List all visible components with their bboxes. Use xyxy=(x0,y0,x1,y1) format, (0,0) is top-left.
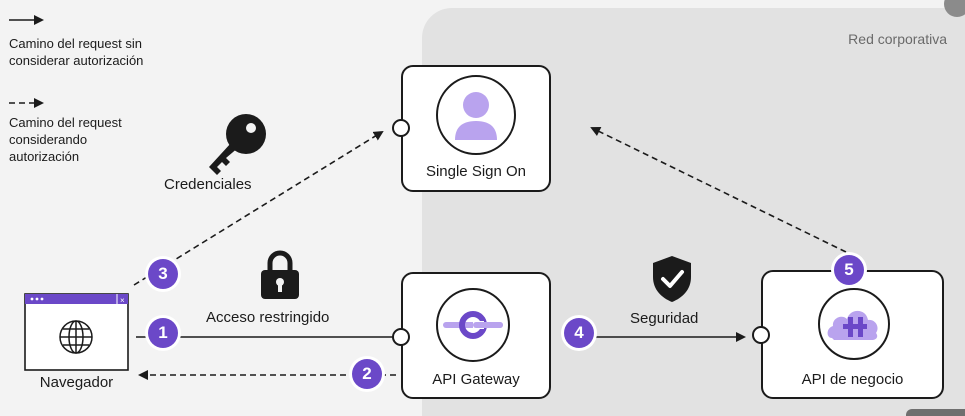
api-gateway-node: API Gateway xyxy=(401,272,551,399)
corporate-network-label: Red corporativa xyxy=(848,31,947,47)
cloud-plus-icon xyxy=(827,310,878,340)
gateway-input-port xyxy=(392,328,410,346)
restricted-access-label: Acceso restringido xyxy=(206,309,330,326)
legend-solid-label: Camino del request sin considerar autori… xyxy=(9,36,144,68)
edge-browser-to-sso xyxy=(133,130,384,286)
sso-port xyxy=(392,119,410,137)
gateway-icon-circle xyxy=(436,288,510,362)
zone-corner-icon xyxy=(944,0,965,17)
step-badge-4: 4 xyxy=(564,318,594,348)
business-api-port xyxy=(752,326,770,344)
business-api-icon-circle xyxy=(818,288,890,360)
step-badge-1: 1 xyxy=(148,318,178,348)
sso-icon-circle xyxy=(436,75,516,155)
lock-icon xyxy=(259,250,301,300)
business-api-node: API de negocio xyxy=(761,270,944,399)
security-label: Seguridad xyxy=(630,310,699,327)
key-icon xyxy=(203,113,267,177)
edge-api-to-sso xyxy=(590,127,847,253)
browser-label: Navegador xyxy=(39,374,114,391)
globe-icon xyxy=(59,320,93,354)
sso-node: Single Sign On xyxy=(401,65,551,192)
sso-label: Single Sign On xyxy=(425,163,527,180)
step-badge-3: 3 xyxy=(148,259,178,289)
step-badge-2: 2 xyxy=(352,359,382,389)
step-badge-5: 5 xyxy=(834,255,864,285)
gateway-icon xyxy=(443,311,503,339)
shield-check-icon xyxy=(651,255,693,303)
browser-window-icon: × xyxy=(24,293,129,371)
api-gateway-label: API Gateway xyxy=(432,371,520,388)
user-icon xyxy=(455,92,497,140)
business-api-label: API de negocio xyxy=(801,371,904,388)
credentials-label: Credenciales xyxy=(164,176,252,193)
zone-bottom-tab xyxy=(906,409,965,416)
svg-text:×: × xyxy=(120,296,125,305)
legend-dashed-label: Camino del request considerando autoriza… xyxy=(9,115,122,164)
